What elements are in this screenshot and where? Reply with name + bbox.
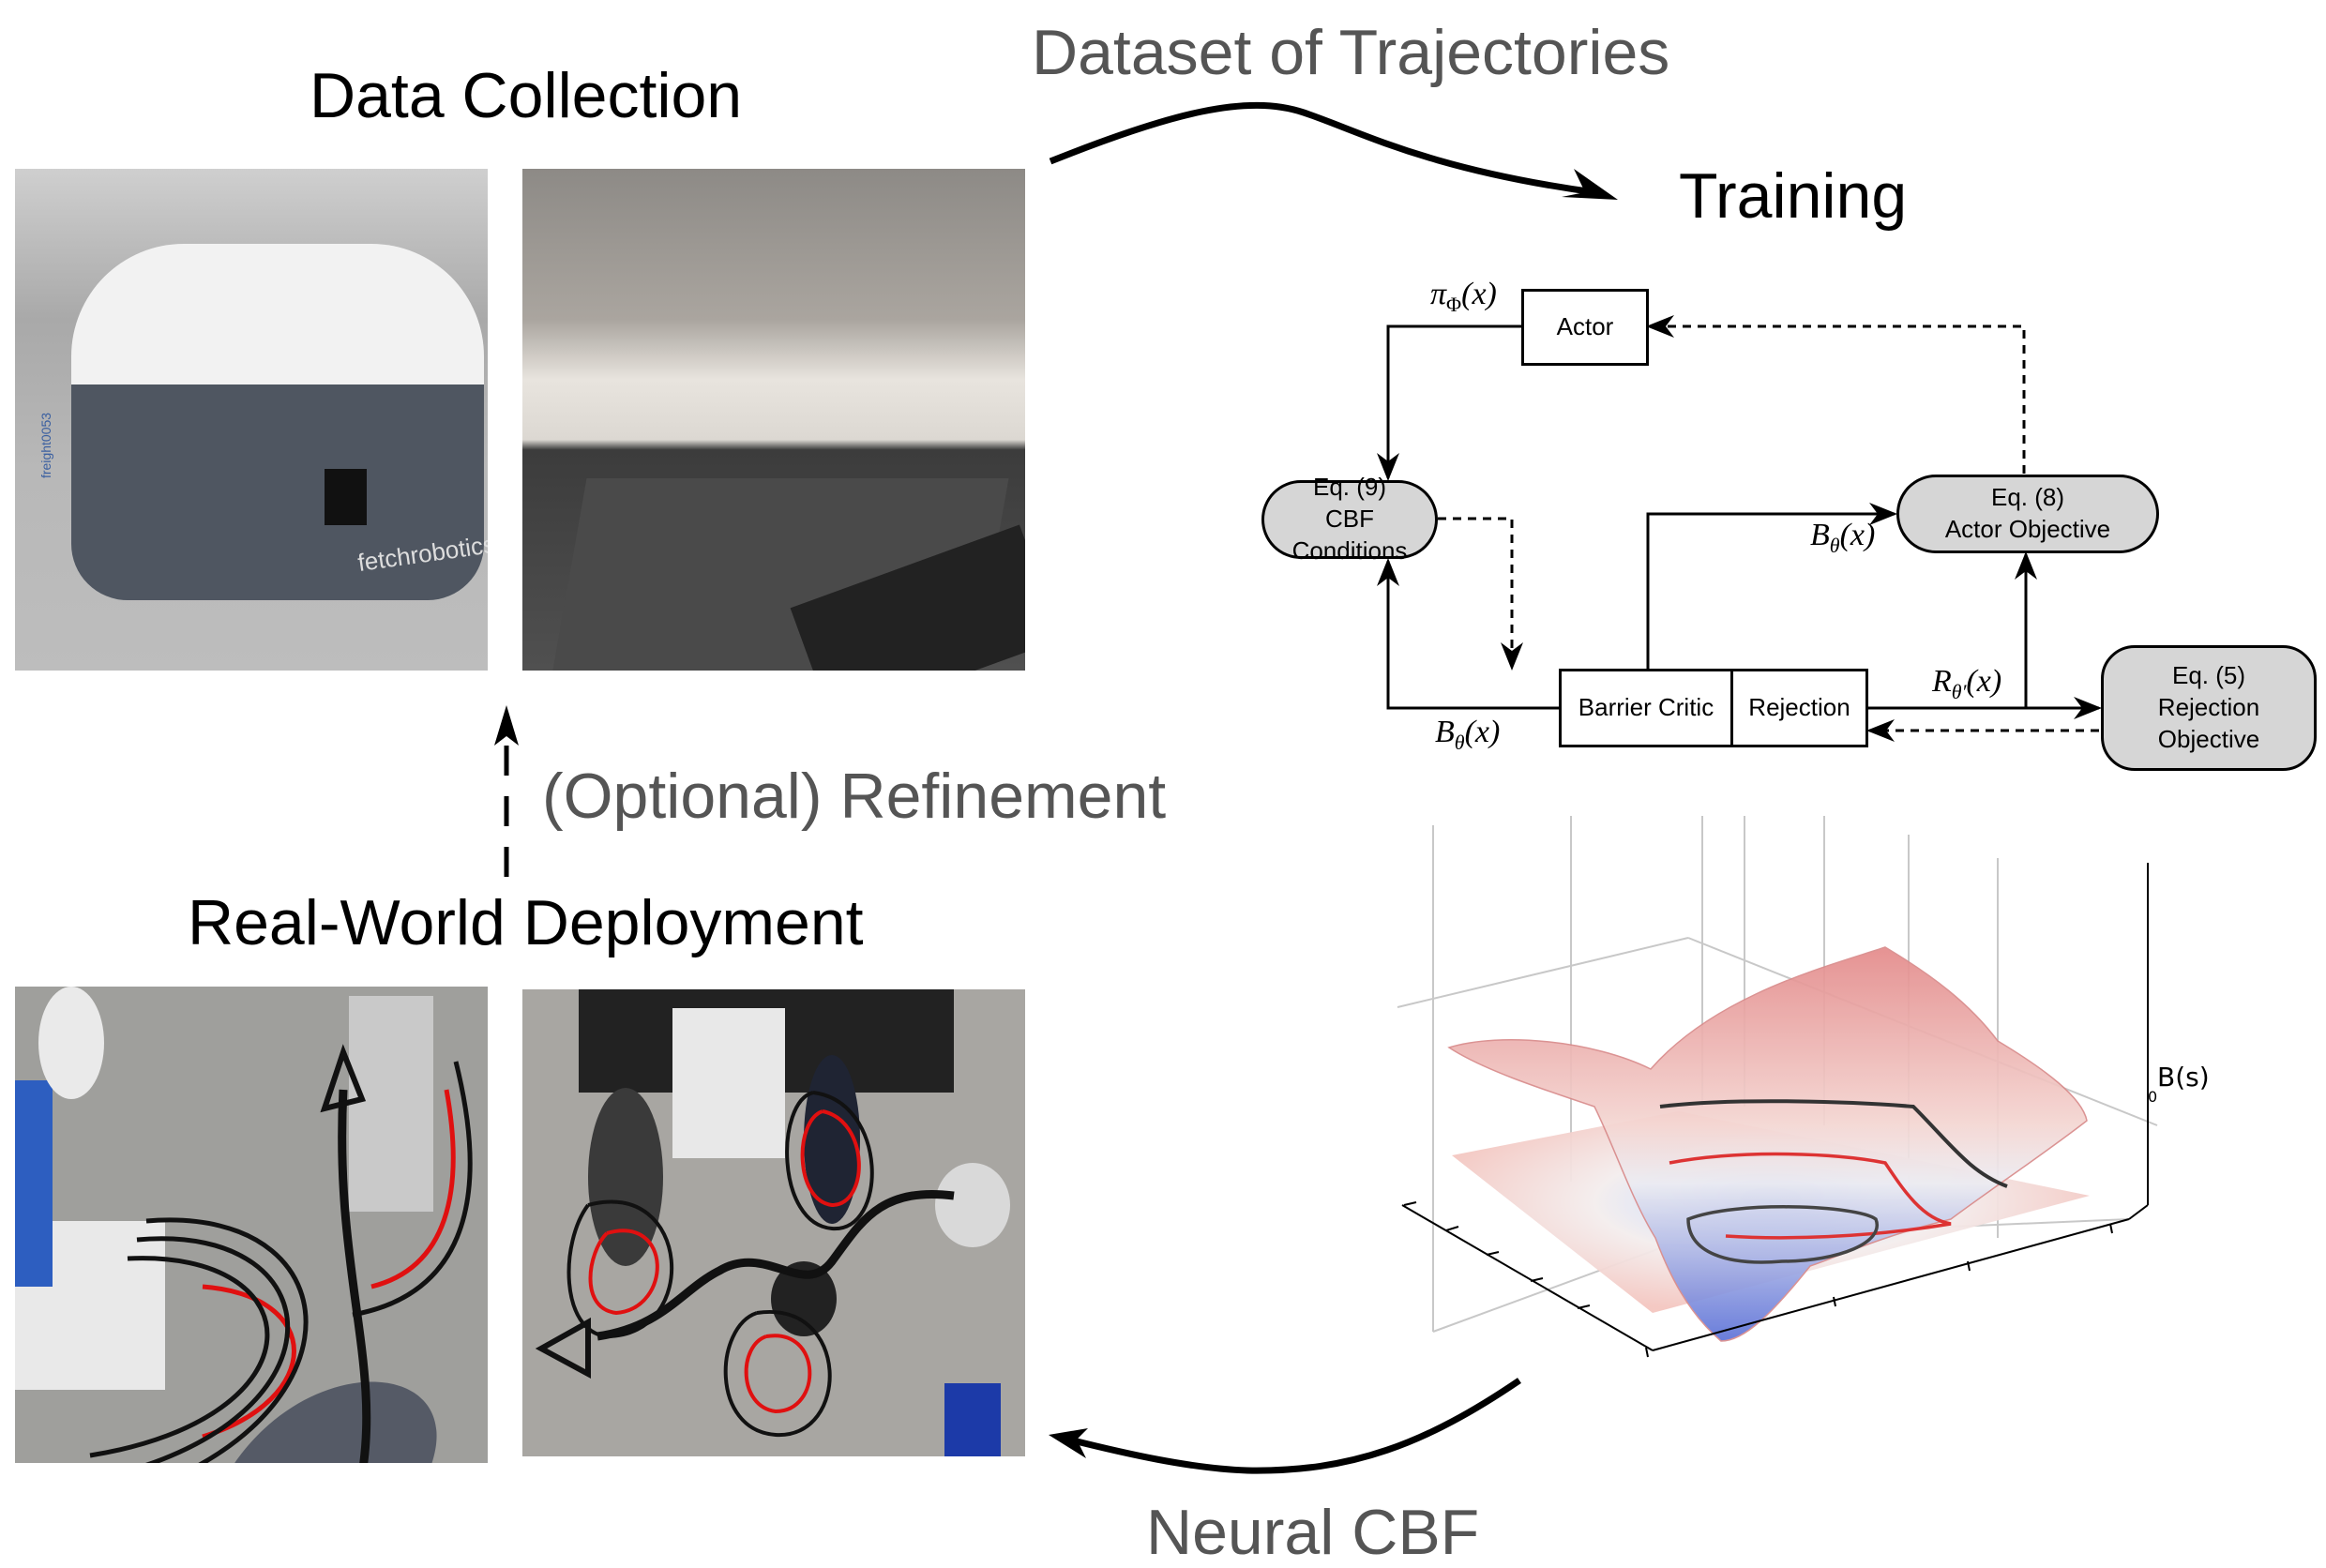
neural-cbf-arrowhead <box>1049 1428 1088 1458</box>
rejection-objective-label-2: Objective <box>2157 724 2260 753</box>
barrier-critic-node: Barrier Critic Rejection <box>1559 669 1868 747</box>
actor-label: Actor <box>1556 312 1614 341</box>
b-theta-left-label: Bθ(x) <box>1435 715 1501 754</box>
z-axis-tick-0: 0 <box>2148 1088 2158 1106</box>
photo-fetch-robot: fetchrobotics freight0053 <box>15 169 488 671</box>
b-theta-right-label: Bθ(x) <box>1810 518 1876 557</box>
surface-contour-top <box>1659 1099 2008 1188</box>
eq9-cbf-conditions-node: Eq. (9) CBF Conditions <box>1261 473 1438 565</box>
rejection-objective-label-1: Rejection <box>2157 693 2260 722</box>
eq8-actor-objective-node: Eq. (8) Actor Objective <box>1896 475 2159 553</box>
actor-node: Actor <box>1521 289 1649 366</box>
eq5-label: Eq. (5) <box>2171 661 2246 690</box>
plot-axes <box>1401 1201 2130 1358</box>
eq5-rejection-objective-node: Eq. (5) Rejection Objective <box>2101 645 2317 771</box>
r-theta-label: Rθ′(x) <box>1932 664 2002 703</box>
deployment-robots-contours <box>15 987 473 1463</box>
barrier-critic-label: Barrier Critic <box>1562 671 1733 745</box>
surface-contour-bottom <box>1686 1205 1880 1264</box>
training-title: Training <box>1679 160 1908 232</box>
neural-cbf-label: Neural CBF <box>1146 1497 1480 1568</box>
real-world-deployment-title: Real-World Deployment <box>188 887 864 958</box>
photo-deployment-people <box>522 989 1025 1456</box>
photo-deployment-robots <box>15 987 488 1463</box>
actor-objective-label: Actor Objective <box>1944 515 2111 543</box>
barrier-surface <box>1447 946 2088 1342</box>
robot-id-text: freight0053 <box>38 412 53 478</box>
neural-cbf-arrow <box>1068 1378 1521 1474</box>
dataset-arrow <box>1049 101 1595 196</box>
deployment-people-contours <box>535 989 1010 1456</box>
rejection-label: Rejection <box>1748 693 1850 722</box>
dataset-arrowhead <box>1562 169 1618 200</box>
data-collection-title: Data Collection <box>310 60 743 131</box>
refinement-label: (Optional) Refinement <box>542 761 1167 832</box>
cbf-conditions-label: CBF Conditions <box>1291 505 1408 565</box>
eq9-label: Eq. (9) <box>1312 473 1387 502</box>
eq8-label: Eq. (8) <box>1990 483 2065 512</box>
floor-contour <box>1452 1111 2090 1313</box>
z-axis-label: B(s) <box>2157 1062 2210 1093</box>
pi-phi-label: πΦ(x) <box>1430 277 1497 316</box>
surface-contour-red <box>1669 1152 1952 1240</box>
dataset-of-trajectories-label: Dataset of Trajectories <box>1032 17 1670 88</box>
photo-lab-room <box>522 169 1025 671</box>
refinement-arrowhead <box>494 705 519 746</box>
plot-gridlines <box>1397 816 2158 1333</box>
